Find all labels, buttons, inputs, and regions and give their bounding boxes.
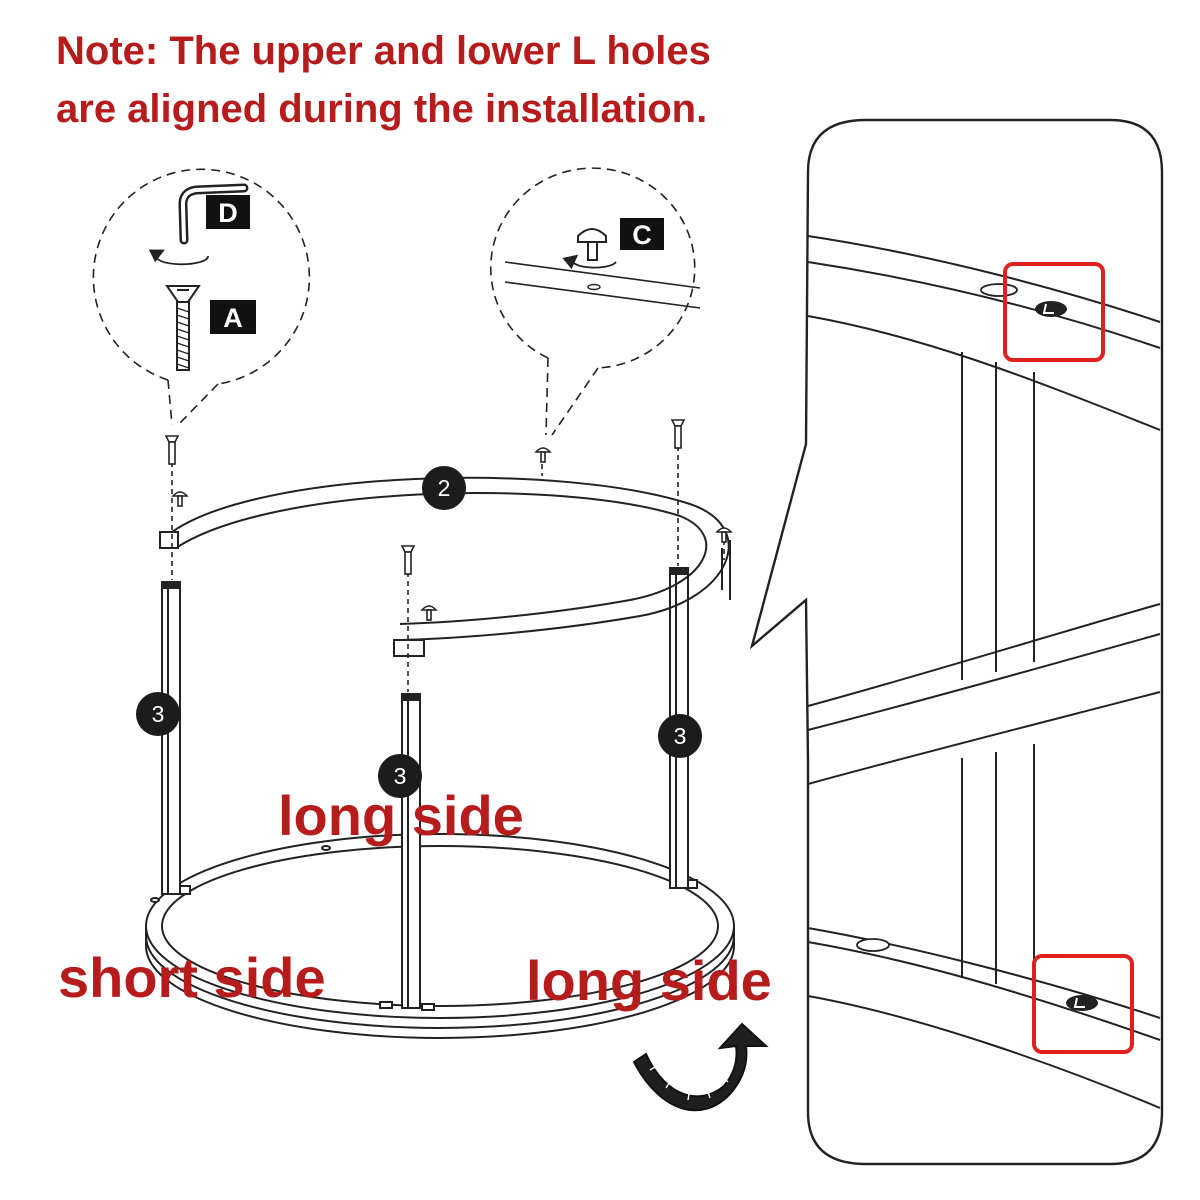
badge-leg-right-3: 3 xyxy=(658,714,702,758)
svg-text:3: 3 xyxy=(674,723,687,749)
note-line-2: are aligned during the installation. xyxy=(56,87,708,131)
leg-center xyxy=(401,693,421,1009)
zoom-detail-panel xyxy=(749,118,1164,1166)
assembly-screws xyxy=(164,419,733,692)
highlight-box-top xyxy=(1003,262,1105,362)
svg-text:D: D xyxy=(218,198,238,228)
svg-text:2: 2 xyxy=(438,475,451,501)
label-short-side: short side xyxy=(58,946,326,1009)
hex-key-icon xyxy=(178,183,249,245)
screw-a-icon xyxy=(165,285,201,371)
label-long-side-bottom: long side xyxy=(526,949,772,1012)
detail-circle-foot-cap: C xyxy=(489,167,701,436)
rotate-arrow-icon xyxy=(148,249,209,266)
svg-text:3: 3 xyxy=(152,701,165,727)
highlight-box-bottom xyxy=(1032,954,1134,1054)
note-line-1: Note: The upper and lower L holes xyxy=(56,29,711,73)
l-hole-top-icon xyxy=(1035,301,1067,317)
rotate-arrow-icon xyxy=(562,254,617,270)
detail-circle-screw-and-key: D A xyxy=(92,168,311,426)
foot-cap-c-icon xyxy=(577,228,607,261)
part-label-a: A xyxy=(210,300,256,334)
part-label-d: D xyxy=(206,195,250,229)
badge-leg-center-3: 3 xyxy=(378,754,422,798)
part-label-c: C xyxy=(620,218,664,250)
badge-leg-left-3: 3 xyxy=(136,692,180,736)
label-long-side-top: long side xyxy=(278,784,524,847)
badge-ring-2: 2 xyxy=(422,466,466,510)
l-hole-bottom-icon xyxy=(1066,995,1098,1011)
leg-left xyxy=(161,581,181,895)
installation-note: Note: The upper and lower L holes are al… xyxy=(56,22,816,138)
svg-text:3: 3 xyxy=(394,763,407,789)
bottom-ring xyxy=(145,833,735,1039)
flip-arrow-icon xyxy=(632,1022,769,1112)
svg-text:A: A xyxy=(223,303,243,333)
svg-text:C: C xyxy=(632,220,652,250)
